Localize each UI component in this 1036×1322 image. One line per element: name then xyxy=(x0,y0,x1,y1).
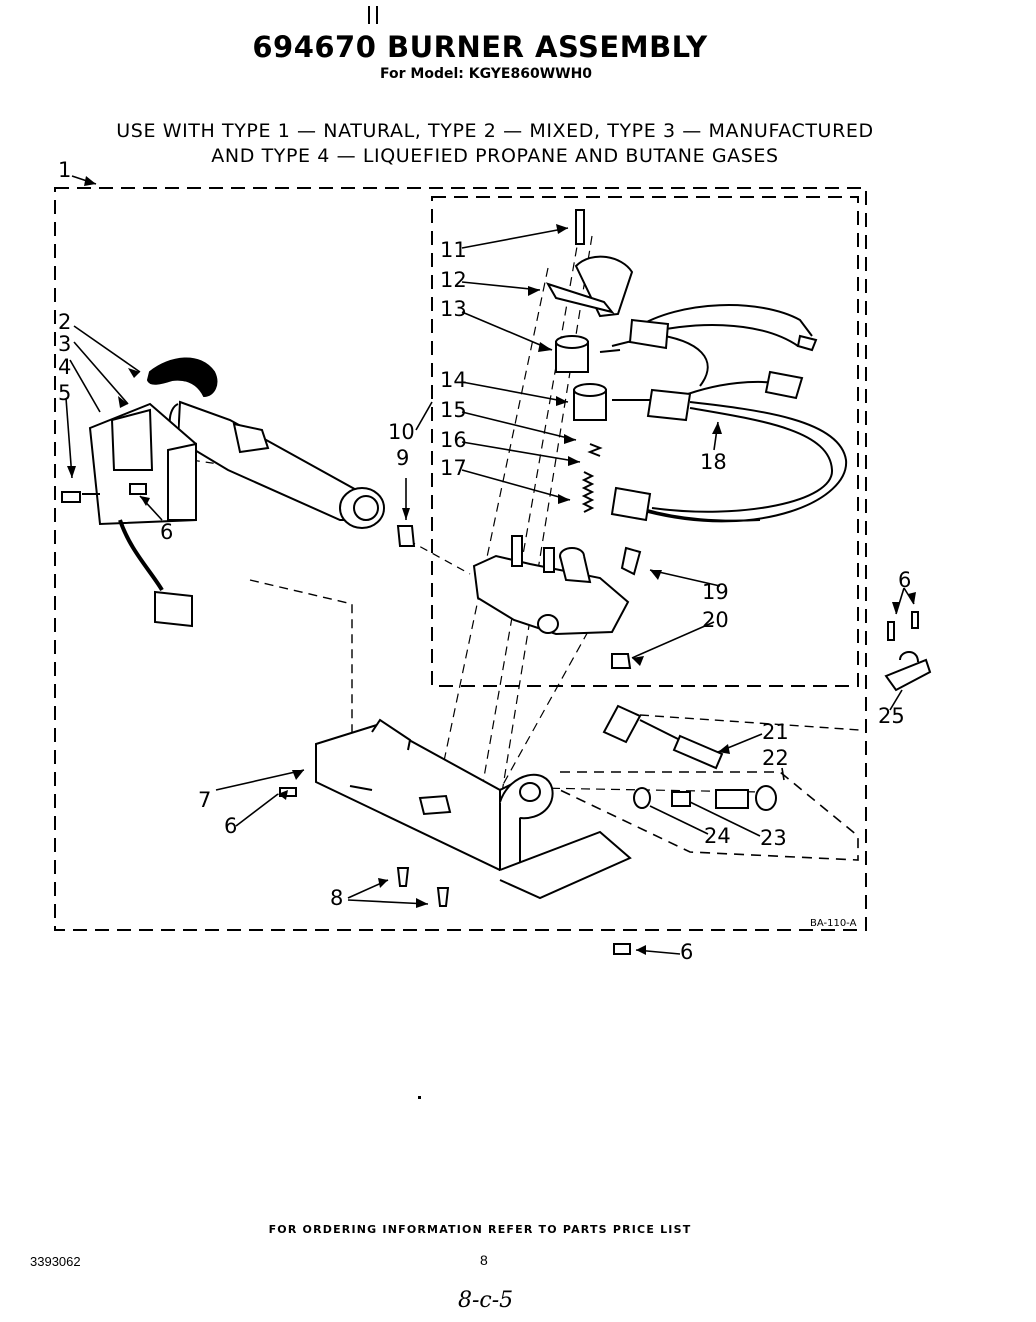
valve-subassembly-boundary xyxy=(431,196,859,687)
gas-valve xyxy=(472,535,630,636)
callout-1: 1 xyxy=(58,158,72,182)
drawing-code: BA-110-A xyxy=(810,918,857,929)
burner-bracket xyxy=(315,718,632,900)
callout-3: 3 xyxy=(58,332,72,356)
handwritten-note: 8-c-5 xyxy=(458,1288,514,1313)
callout-19: 19 xyxy=(702,580,729,604)
callout-13: 13 xyxy=(440,297,467,321)
callout-11: 11 xyxy=(440,238,467,262)
callout-2: 2 xyxy=(58,310,72,334)
callout-25: 25 xyxy=(878,704,905,728)
top-mark xyxy=(368,6,378,24)
callout-24: 24 xyxy=(704,824,731,848)
mounting-bracket xyxy=(88,402,197,628)
model-line: For Model: KGYE860WWH0 xyxy=(380,66,593,82)
callout-7: 7 xyxy=(198,788,212,812)
callout-6-left: 6 xyxy=(160,520,174,544)
callout-17: 17 xyxy=(440,456,467,480)
callout-5: 5 xyxy=(58,381,72,405)
callout-10: 10 xyxy=(388,420,415,444)
gas-type-line-1: USE WITH TYPE 1 — NATURAL, TYPE 2 — MIXE… xyxy=(116,120,874,142)
callout-6-bottom: 6 xyxy=(680,940,694,964)
ordering-info: FOR ORDERING INFORMATION REFER TO PARTS … xyxy=(268,1223,692,1236)
valve-spring xyxy=(581,443,603,513)
clip-25 xyxy=(884,611,932,692)
gas-type-line-2: AND TYPE 4 — LIQUEFIED PROPANE AND BUTAN… xyxy=(211,145,779,167)
document-number: 3393062 xyxy=(30,1254,81,1269)
stray-mark xyxy=(418,1096,421,1099)
coil-bracket xyxy=(545,255,634,318)
callout-12: 12 xyxy=(440,268,467,292)
coil-14 xyxy=(573,383,607,421)
callout-21: 21 xyxy=(762,720,789,744)
callout-16: 16 xyxy=(440,428,467,452)
orifice-group-boundary xyxy=(559,771,859,861)
callout-20: 20 xyxy=(702,608,729,632)
callout-14: 14 xyxy=(440,368,467,392)
small-fittings xyxy=(396,525,642,669)
harness-connectors xyxy=(610,318,818,522)
callout-6-lower-left: 6 xyxy=(224,814,238,838)
callout-9: 9 xyxy=(396,446,410,470)
callout-23: 23 xyxy=(760,826,787,850)
screw-6-left xyxy=(129,483,147,495)
callout-22: 22 xyxy=(762,746,789,770)
assembly-boundary xyxy=(54,187,867,931)
callout-18: 18 xyxy=(700,450,727,474)
coil-13 xyxy=(555,335,589,373)
valve-screw xyxy=(575,209,585,245)
callout-15: 15 xyxy=(440,398,467,422)
callout-6-right: 6 xyxy=(898,568,912,592)
page-title: 694670 BURNER ASSEMBLY xyxy=(252,30,708,64)
screw-5 xyxy=(61,491,100,503)
callout-4: 4 xyxy=(58,355,72,379)
callout-8: 8 xyxy=(330,886,344,910)
orifice-parts xyxy=(602,704,777,811)
page-number: 8 xyxy=(480,1252,488,1268)
